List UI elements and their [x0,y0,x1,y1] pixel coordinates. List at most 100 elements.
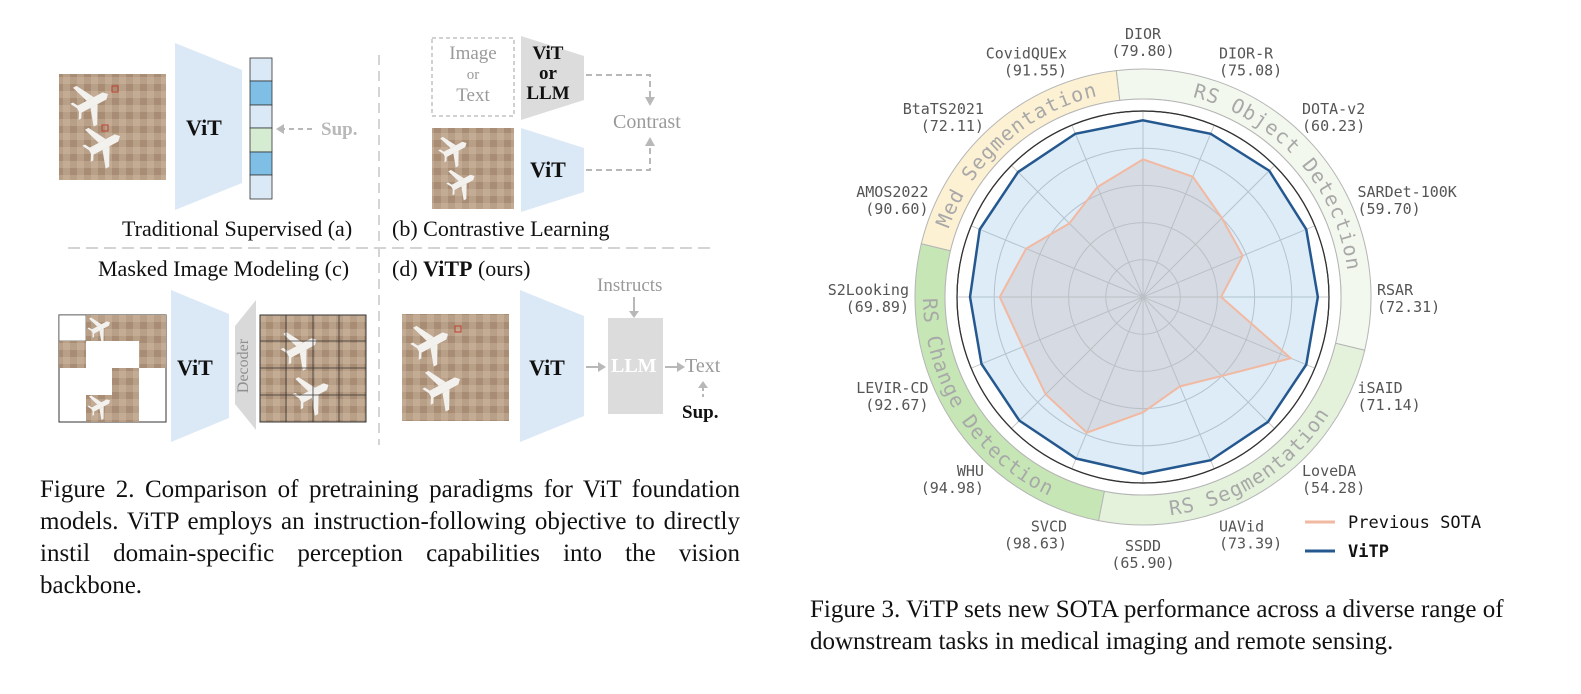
category-label: SARDet-100K [1358,183,1457,201]
decoder-block [235,300,256,430]
text-output-label: Text [685,355,721,377]
category-label: WHU [957,462,984,480]
vit-encoder-c [171,290,229,442]
panel-a [59,43,314,210]
aircraft-image-b [432,128,514,209]
grid-spoke [1142,225,1316,298]
category-label: DOTA-v2 [1302,100,1365,118]
category-value: (65.90) [1111,554,1174,572]
category-value: (69.89) [846,298,909,316]
grid-spoke [970,225,1144,298]
category-value: (72.11) [921,117,984,135]
decoder-label: Decoder [235,338,252,394]
vit-label-d: ViT [529,355,565,380]
category-label: S2Looking [828,281,909,299]
panel-c-label: Masked Image Modeling (c) [98,256,350,281]
figure-3-caption: Figure 3. ViTP sets new SOTA performance… [810,596,1504,655]
grid-spoke [1142,124,1215,298]
grid-spoke [1071,124,1144,298]
panel-d-suffix: (ours) [477,256,531,281]
vit-word: ViT [532,43,564,64]
category-value: (79.80) [1111,42,1174,60]
llm-label: LLM [611,355,657,377]
category-value: (90.60) [865,200,928,218]
category-label: CovidQUEx [986,44,1067,62]
category-label: RSAR [1377,281,1414,299]
grid-spoke [1142,296,1316,369]
category-value: (72.31) [1377,298,1440,316]
chart-outline [956,110,1330,484]
category-label: SSDD [1125,537,1161,555]
vit-encoder-d [520,290,584,442]
text-word: Text [456,85,490,106]
llm-block [608,318,663,414]
category-value: (59.70) [1358,200,1421,218]
contrast-arrows [586,74,651,171]
category-value: (91.55) [1004,61,1067,79]
grid-spoke [1142,296,1275,429]
panel-d-prefix: (d) [392,256,418,281]
vit-label-b: ViT [530,157,566,182]
image-word: Image [449,43,497,64]
or-word: or [466,67,480,83]
series-vitp [968,119,1320,475]
category-label: UAVid [1219,518,1264,536]
grid-spoke [1071,296,1144,470]
contrast-label: Contrast [613,111,681,133]
sup-label-d: Sup. [682,402,719,423]
panel-d-vitp: ViTP [423,256,473,281]
panel-d [402,290,708,442]
masked-image [58,310,167,423]
vit-encoder-b [521,128,584,212]
llm-word: LLM [526,83,570,104]
category-value: (94.98) [921,479,984,497]
category-label: DIOR [1125,25,1162,43]
figure-2-caption: Figure 2. Comparison of pretraining para… [40,476,740,599]
category-value: (73.39) [1219,535,1282,553]
panel-c [58,290,367,442]
or-word-bold: or [539,63,557,84]
category-value: (71.14) [1358,396,1421,414]
category-label: AMOS2022 [856,183,928,201]
aircraft-image-d [402,314,509,421]
sup-arrow-a [276,124,314,134]
aircraft-image-a [59,74,166,180]
category-label: LoveDA [1302,462,1356,480]
panel-b-label: (b) Contrastive Learning [392,216,610,241]
category-label: SVCD [1031,518,1067,536]
category-label: DIOR-R [1219,44,1274,62]
category-label: iSAID [1358,379,1403,397]
grid-spoke [1142,165,1275,298]
panel-d-label: (d) ViTP (ours) [392,256,531,282]
panel-a-label: Traditional Supervised (a) [122,216,353,241]
grid-spoke [970,296,1144,369]
image-or-text-label: Image or Text [432,42,514,108]
category-label: BtaTS2021 [903,100,984,118]
token-column-a [249,57,273,200]
reconstructed-image [259,314,367,423]
series-previous-sota [998,158,1293,434]
category-label: LEVIR-CD [856,379,928,397]
instructs-label: Instructs [597,275,663,296]
vit-label-a: ViT [186,115,222,140]
grid-spoke [1011,296,1144,429]
category-value: (60.23) [1302,117,1365,135]
sup-label-a: Sup. [321,119,358,140]
image-or-text-box [431,37,515,117]
figure-2: ViT Sup. Traditional Supervised (a) Imag… [0,0,760,694]
vit-label-c: ViT [177,355,213,380]
grid-spoke [1011,165,1144,298]
figure-2-diagram [58,36,712,445]
legend-label: ViTP [1348,542,1389,562]
vit-or-llm-encoder [521,36,584,120]
legend-label: Previous SOTA [1348,513,1481,533]
category-value: (54.28) [1302,479,1365,497]
category-value: (98.63) [1004,535,1067,553]
vit-encoder-a [175,43,242,210]
vit-or-llm-label: ViT or LLM [521,44,575,104]
category-value: (75.08) [1219,61,1282,79]
panel-b [431,36,655,212]
category-value: (92.67) [865,396,928,414]
